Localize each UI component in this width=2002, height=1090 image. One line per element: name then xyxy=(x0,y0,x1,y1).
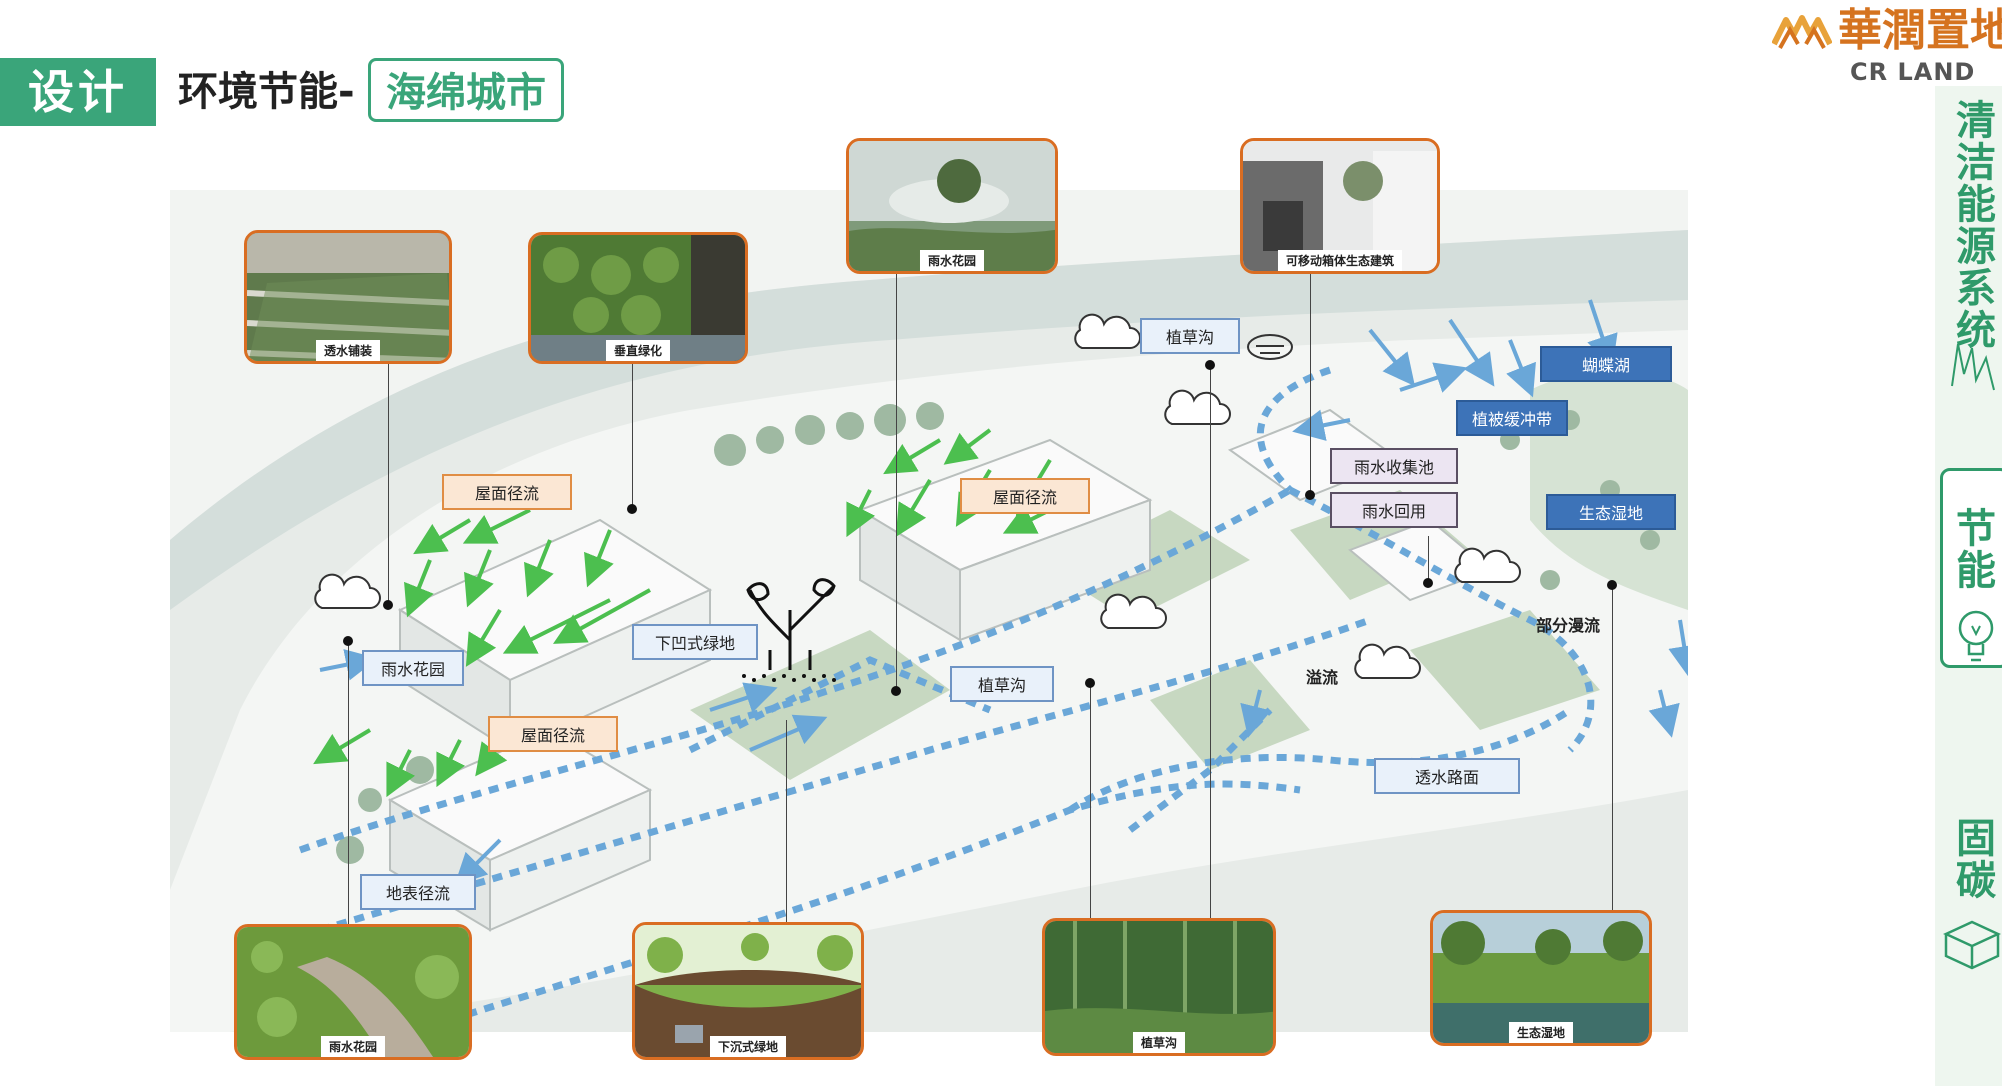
lightbulb-icon xyxy=(1958,610,1994,662)
label-roof-runoff: 屋面径流 xyxy=(442,474,572,510)
leader-line xyxy=(632,362,633,510)
label-rain-collection: 雨水收集池 xyxy=(1330,448,1458,484)
leader-line xyxy=(1428,536,1429,584)
photo-permeable-paving: 透水铺装 xyxy=(244,230,452,364)
sunken-green-image xyxy=(635,925,861,1057)
label-wetland: 生态湿地 xyxy=(1546,494,1676,530)
sidebar-item-energy-saving[interactable]: 节能 xyxy=(1956,506,1996,594)
rain-garden-bottom-image xyxy=(237,927,469,1057)
photo-caption: 雨水花园 xyxy=(320,1036,386,1057)
label-rain-reuse: 雨水回用 xyxy=(1330,492,1458,528)
photo-rain-garden-top: 雨水花园 xyxy=(846,138,1058,274)
section-tag: 设计 xyxy=(0,58,156,126)
box-icon xyxy=(1943,920,2001,970)
page-title-highlight: 海绵城市 xyxy=(368,58,564,122)
photo-rain-garden-bottom: 雨水花园 xyxy=(234,924,472,1060)
sidebar-item-clean-energy[interactable]: 清洁能源系统 xyxy=(1956,98,1996,354)
label-surface-runoff: 地表径流 xyxy=(360,874,476,910)
leader-dot xyxy=(1305,490,1315,500)
page-title: 环境节能- xyxy=(178,69,355,115)
photo-grass-swale: 植草沟 xyxy=(1042,918,1276,1056)
logo-text-en: CR LAND xyxy=(1850,58,1976,86)
leader-dot xyxy=(891,686,901,696)
label-grass-swale: 植草沟 xyxy=(1140,318,1240,354)
label-sunken-green: 下凹式绿地 xyxy=(632,624,758,660)
photo-wetland: 生态湿地 xyxy=(1430,910,1652,1046)
photo-sunken-green: 下沉式绿地 xyxy=(632,922,864,1060)
label-roof-runoff: 屋面径流 xyxy=(488,716,618,752)
label-permeable-road: 透水路面 xyxy=(1374,758,1520,794)
leader-line xyxy=(1310,266,1311,496)
leader-line xyxy=(1612,584,1613,914)
leader-dot xyxy=(1423,578,1433,588)
leader-dot xyxy=(383,600,393,610)
photo-caption: 可移动箱体生态建筑 xyxy=(1277,250,1403,271)
leader-dot xyxy=(1085,678,1095,688)
label-buffer-zone: 植被缓冲带 xyxy=(1456,400,1568,436)
label-roof-runoff: 屋面径流 xyxy=(960,478,1090,514)
label-rain-garden: 雨水花园 xyxy=(362,650,464,686)
photo-caption: 植草沟 xyxy=(1132,1032,1186,1053)
photo-caption: 生态湿地 xyxy=(1508,1022,1574,1043)
label-grass-swale: 植草沟 xyxy=(950,666,1054,702)
label-butterfly-lake: 蝴蝶湖 xyxy=(1540,346,1672,382)
logo-mark-icon xyxy=(1772,15,1832,49)
photo-caption: 垂直绿化 xyxy=(605,340,671,361)
rain-garden-image xyxy=(849,141,1055,271)
leader-line xyxy=(348,640,349,930)
photo-vertical-greening: 垂直绿化 xyxy=(528,232,748,364)
leader-line xyxy=(896,274,897,694)
sidebar-item-carbon-fixing[interactable]: 固碳 xyxy=(1956,816,1996,904)
leader-dot xyxy=(1607,580,1617,590)
photo-caption: 下沉式绿地 xyxy=(709,1036,787,1057)
leader-line xyxy=(786,720,787,926)
leader-line xyxy=(1210,366,1211,922)
permeable-paving-image xyxy=(247,233,449,361)
leader-dot xyxy=(627,504,637,514)
photo-caption: 透水铺装 xyxy=(315,340,381,361)
label-overflow: 溢流 xyxy=(1306,668,1339,687)
leader-line xyxy=(388,362,389,606)
leader-dot xyxy=(1205,360,1215,370)
photo-caption: 雨水花园 xyxy=(919,250,985,271)
leader-line xyxy=(1090,684,1091,920)
wetland-image xyxy=(1433,913,1649,1043)
leader-dot xyxy=(343,636,353,646)
wind-icon xyxy=(1951,343,1995,391)
label-partial-infiltration: 部分漫流 xyxy=(1536,616,1601,635)
logo-text-cn: 華潤置地 xyxy=(1838,5,2002,56)
photo-container-building: 可移动箱体生态建筑 xyxy=(1240,138,1440,274)
